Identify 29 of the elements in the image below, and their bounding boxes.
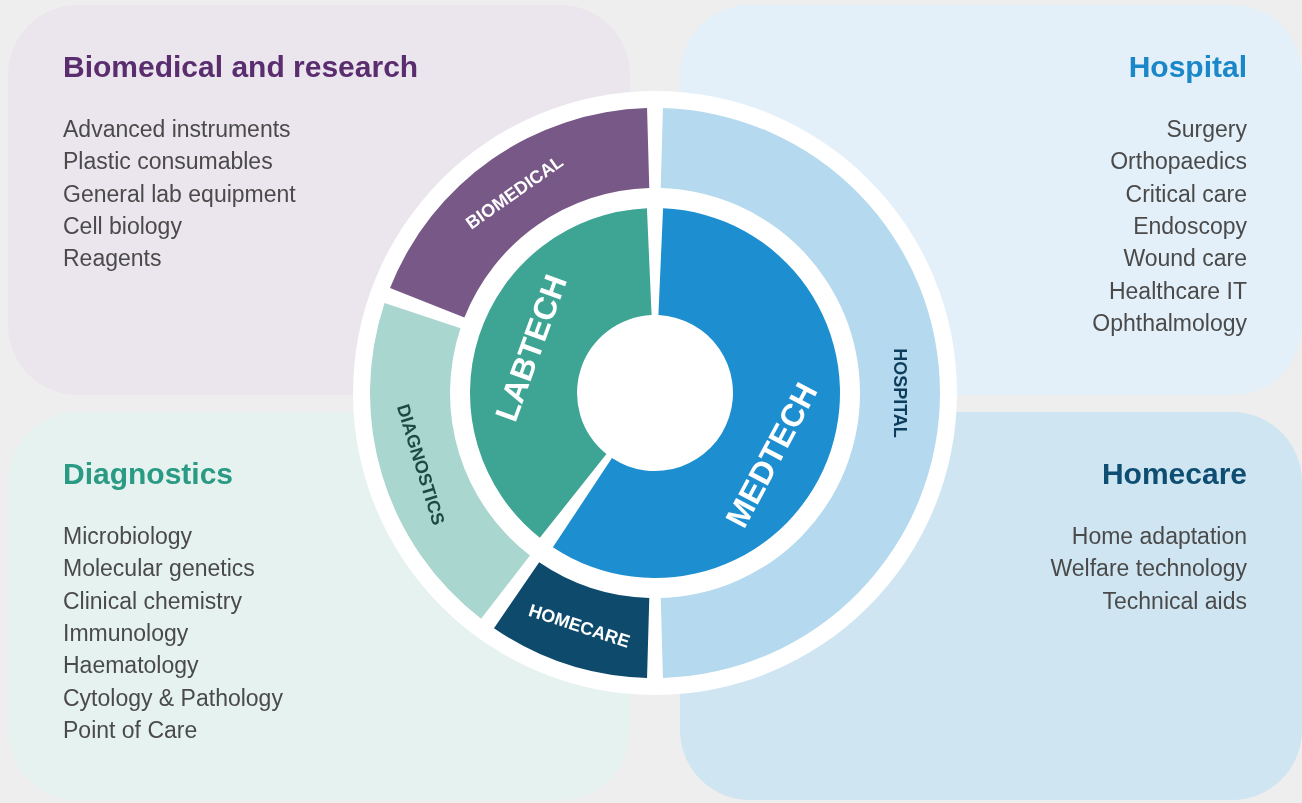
list-item: Critical care	[1125, 179, 1247, 208]
segment-label: HOSPITAL	[890, 348, 910, 438]
card-heading: Hospital	[1128, 50, 1247, 84]
list-item: Ophthalmology	[1092, 308, 1247, 337]
card-heading: Biomedical and research	[63, 50, 419, 84]
list-item: Plastic consumables	[63, 147, 273, 176]
list-item: Haematology	[63, 651, 199, 680]
list-item: Immunology	[63, 618, 189, 647]
card-heading: Diagnostics	[63, 457, 234, 491]
list-item: Wound care	[1123, 244, 1247, 273]
list-item: Endoscopy	[1133, 211, 1247, 240]
ring-segment	[660, 108, 940, 678]
list-item: Healthcare IT	[1108, 276, 1247, 305]
list-item: Microbiology	[63, 522, 193, 550]
list-item: Home adaptation	[1071, 522, 1247, 550]
ring-segment	[494, 562, 650, 678]
list-item: Surgery	[1166, 115, 1247, 143]
list-item: Cell biology	[63, 211, 182, 240]
card-heading: Homecare	[1101, 457, 1247, 491]
list-item: General lab equipment	[63, 179, 296, 208]
list-item: Technical aids	[1102, 586, 1247, 615]
list-item: Cytology & Pathology	[63, 683, 283, 712]
list-item: Point of Care	[63, 715, 198, 744]
list-item: Reagents	[63, 244, 162, 273]
list-item: Clinical chemistry	[63, 586, 242, 615]
list-item: Molecular genetics	[63, 554, 255, 583]
list-item: Advanced instruments	[63, 115, 291, 143]
list-item: Orthopaedics	[1110, 147, 1247, 176]
list-item: Welfare technology	[1050, 554, 1247, 583]
